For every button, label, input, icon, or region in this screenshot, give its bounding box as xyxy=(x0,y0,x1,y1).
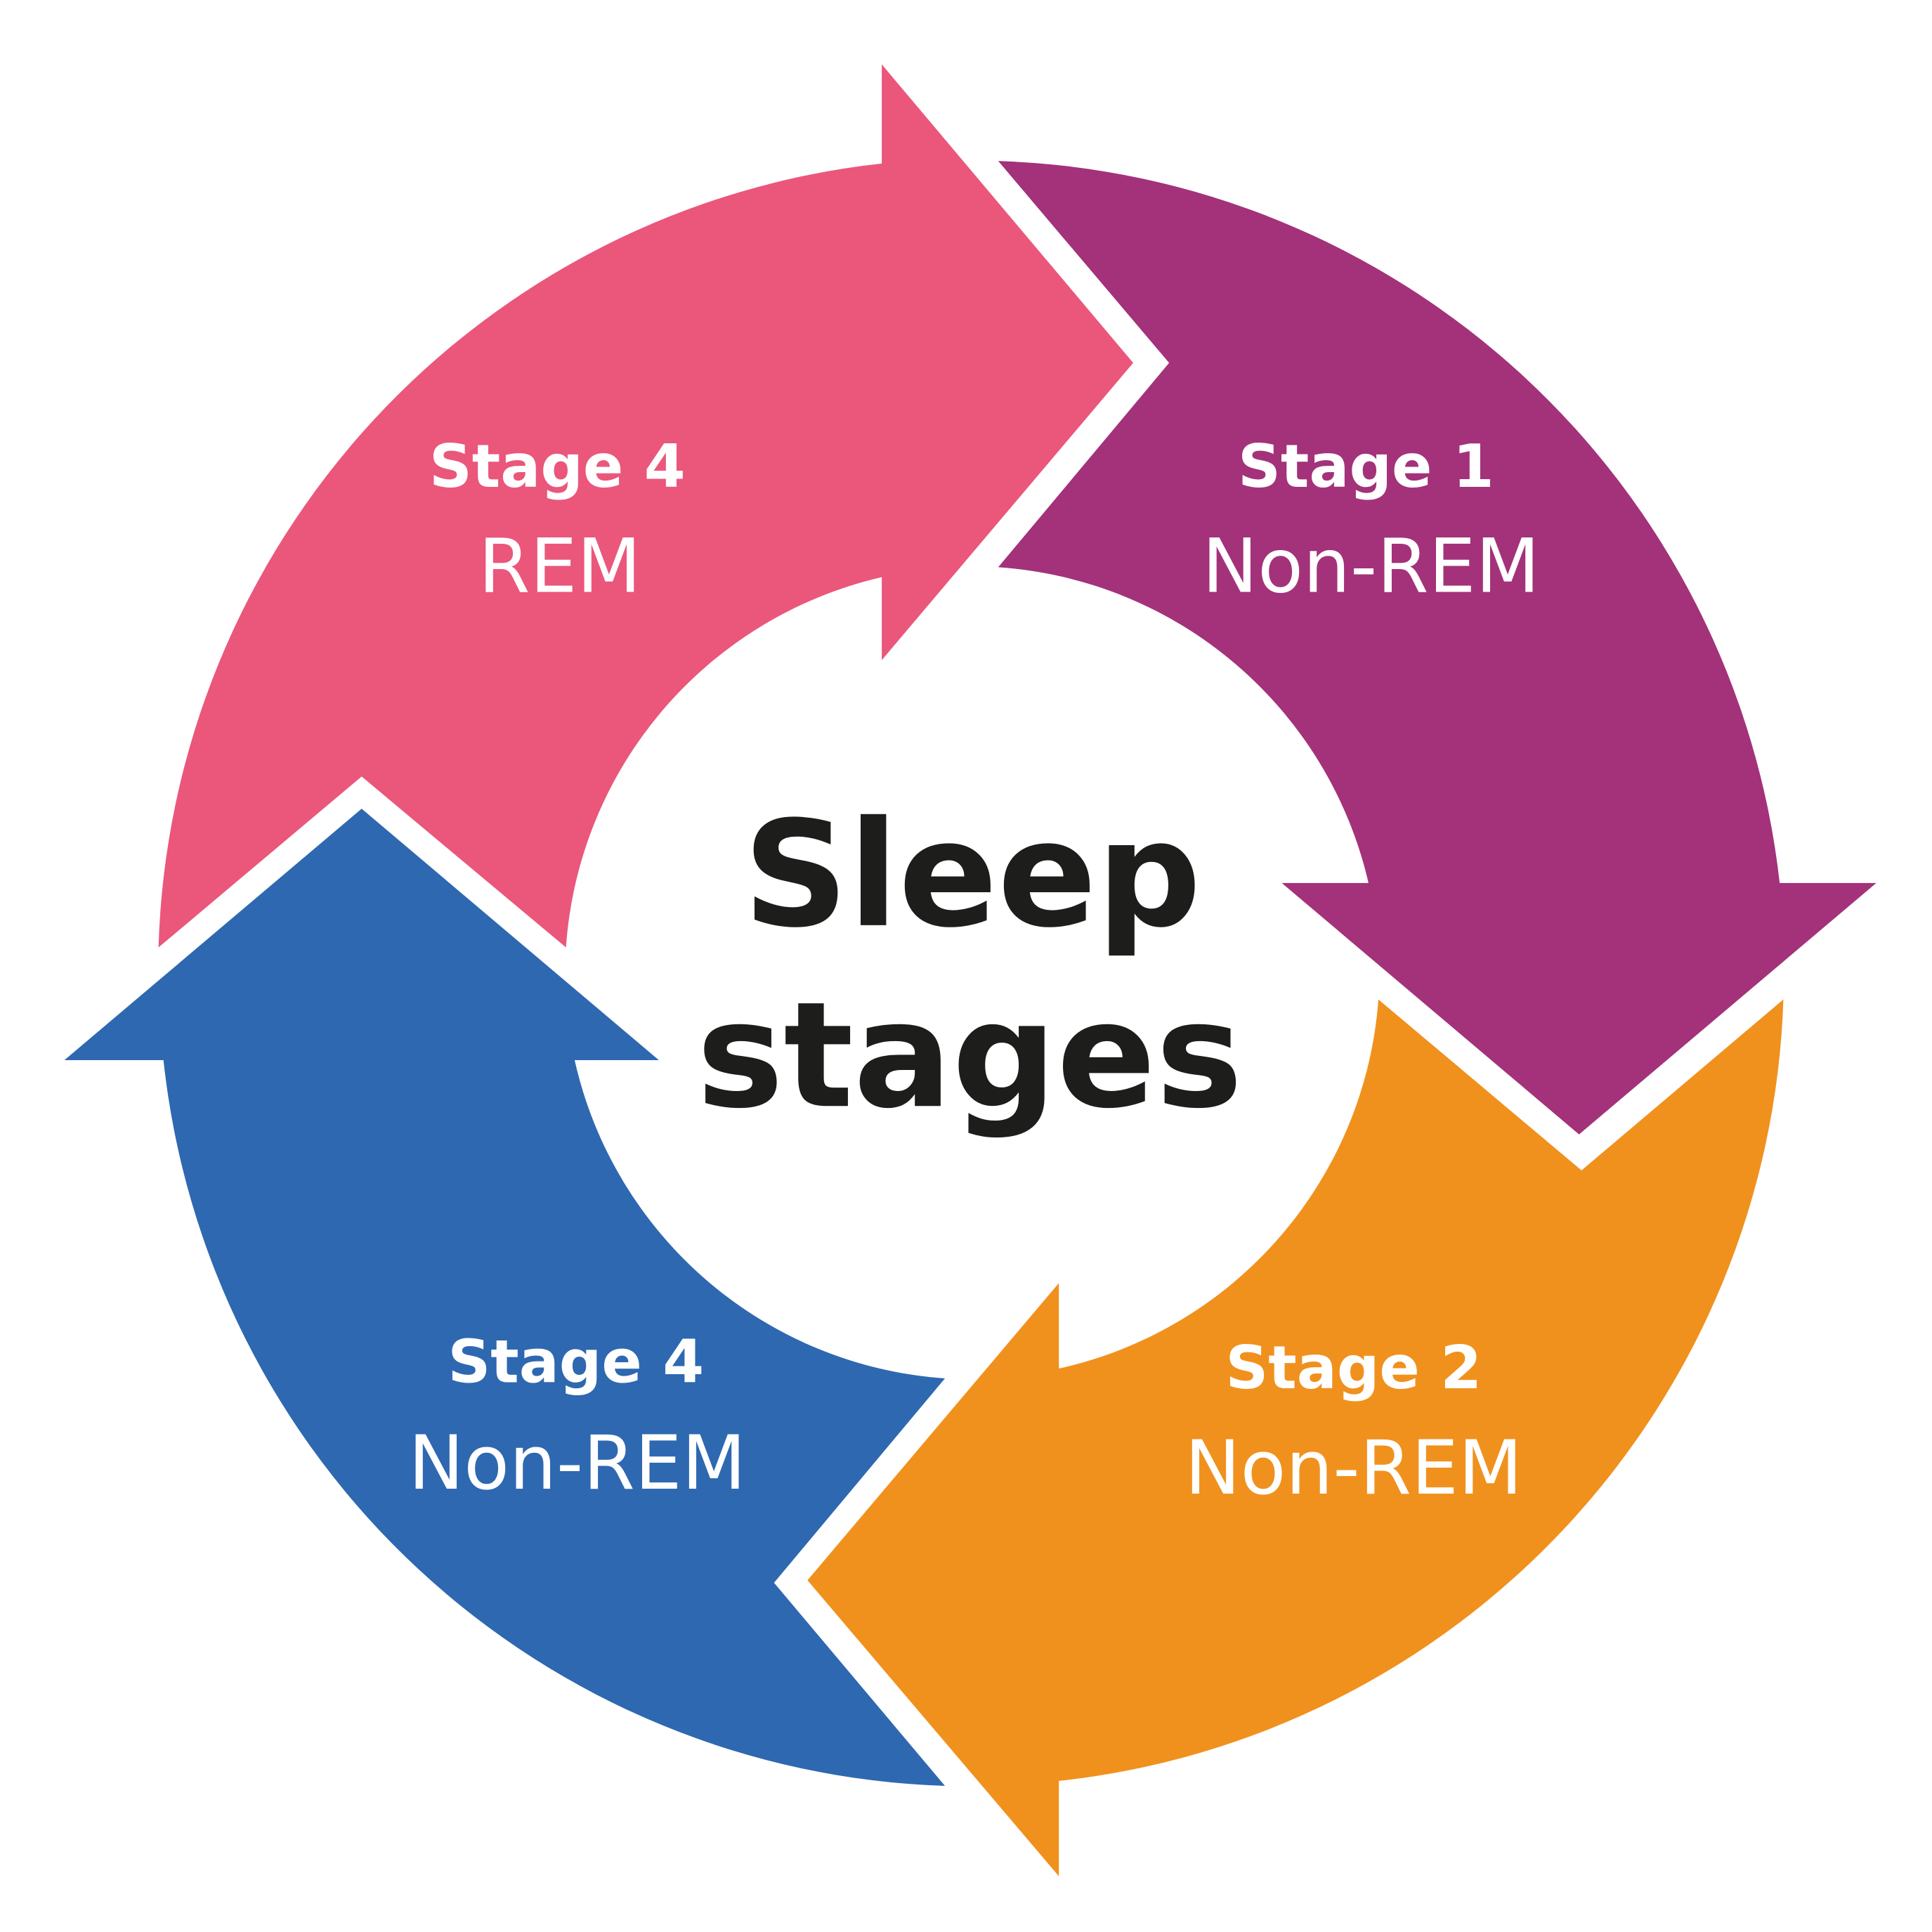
arrow-stage1 xyxy=(998,161,1876,1135)
stage4-rem-stage-label: Stage 4 xyxy=(429,431,686,501)
stage4-rem-type-label: REM xyxy=(478,523,641,610)
stage4-nonrem-type-label: Non-REM xyxy=(408,1420,746,1506)
stage2-type-label: Non-REM xyxy=(1184,1425,1522,1511)
arrow-stage2 xyxy=(807,999,1784,1876)
stage1-stage-label: Stage 1 xyxy=(1238,431,1494,501)
arrow-stage4-rem xyxy=(158,64,1133,948)
stage4-nonrem-stage-label: Stage 4 xyxy=(448,1326,704,1396)
title-line2: stages xyxy=(697,971,1243,1141)
stage2-stage-label: Stage 2 xyxy=(1225,1333,1482,1402)
title-line1: Sleep xyxy=(743,790,1201,960)
arrow-stage4-nonrem xyxy=(64,809,946,1786)
stage1-type-label: Non-REM xyxy=(1202,523,1540,610)
